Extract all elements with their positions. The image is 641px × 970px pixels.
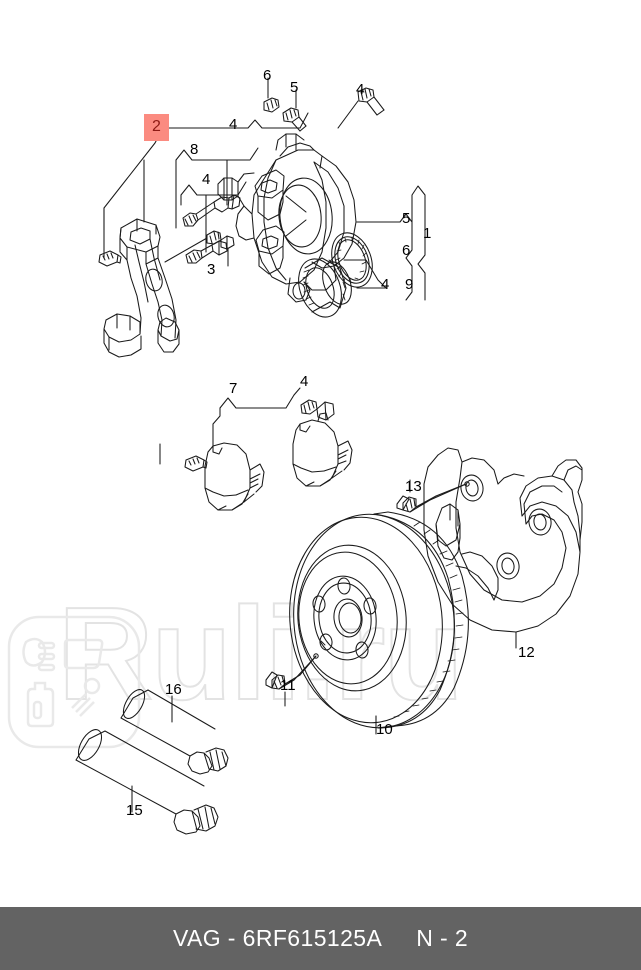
leader-group-caliper-bom — [343, 185, 426, 301]
callout-9[interactable]: 9 — [405, 276, 414, 293]
callout-11[interactable]: 11 — [280, 677, 296, 694]
page-reference-label: N - 2 — [416, 925, 469, 951]
callout-5b[interactable]: 5 — [402, 210, 411, 227]
callout-4a[interactable]: 4 — [356, 81, 365, 98]
caliper-mount-bolt — [337, 87, 385, 129]
splash-shield-bolt — [396, 479, 470, 513]
grease-tube-large — [75, 729, 219, 835]
pad-retaining-bolt — [300, 399, 335, 421]
callout-4c[interactable]: 4 — [202, 171, 211, 188]
callout-4b[interactable]: 4 — [229, 116, 238, 133]
grease-tube-small — [120, 689, 229, 775]
callout-4e[interactable]: 4 — [300, 373, 309, 390]
brake-carrier-bracket — [103, 218, 180, 358]
guide-pin-bolt-upper — [182, 194, 241, 227]
caliper-piston — [298, 257, 352, 318]
callout-5a[interactable]: 5 — [290, 79, 299, 96]
disc-securing-screw — [265, 653, 319, 707]
callout-6a[interactable]: 6 — [263, 67, 272, 84]
leader-group-8 — [175, 147, 259, 229]
leader-group-7 — [159, 387, 301, 465]
callout-15[interactable]: 15 — [126, 802, 143, 819]
brake-pad-outer — [204, 442, 265, 511]
carrier-mounting-bolt — [164, 230, 235, 267]
brake-disc-vented — [289, 511, 469, 732]
piston-dust-boot — [331, 232, 373, 288]
pad-spring-clip-upper — [98, 250, 122, 267]
bleeder-screw-cap — [263, 97, 280, 113]
callout-3[interactable]: 3 — [207, 261, 216, 278]
callout-13[interactable]: 13 — [405, 478, 422, 495]
callout-6b[interactable]: 6 — [402, 242, 411, 259]
part-reference-label: VAG - 6RF615125A — [172, 925, 383, 951]
footer-bar: VAG - 6RF615125A N - 2 — [0, 907, 641, 970]
callout-10[interactable]: 10 — [376, 721, 393, 738]
disc-vent-fins — [393, 521, 464, 718]
callout-2[interactable]: 2 — [144, 114, 169, 141]
callout-4d[interactable]: 4 — [381, 276, 390, 293]
brake-caliper-housing — [217, 133, 357, 303]
footer-content: VAG - 6RF615125A N - 2 — [173, 925, 468, 952]
callout-16[interactable]: 16 — [165, 681, 182, 698]
leader-group-4c — [180, 181, 247, 253]
pad-spring-clip-lower — [184, 455, 208, 472]
callout-7[interactable]: 7 — [229, 380, 238, 397]
bleeder-screw — [282, 107, 307, 132]
exploded-parts-drawing — [75, 77, 583, 835]
callout-1[interactable]: 1 — [423, 225, 432, 242]
brake-pad-inner — [292, 412, 353, 487]
splash-shield — [423, 447, 583, 649]
callout-12[interactable]: 12 — [518, 644, 535, 661]
callout-8[interactable]: 8 — [190, 141, 199, 158]
